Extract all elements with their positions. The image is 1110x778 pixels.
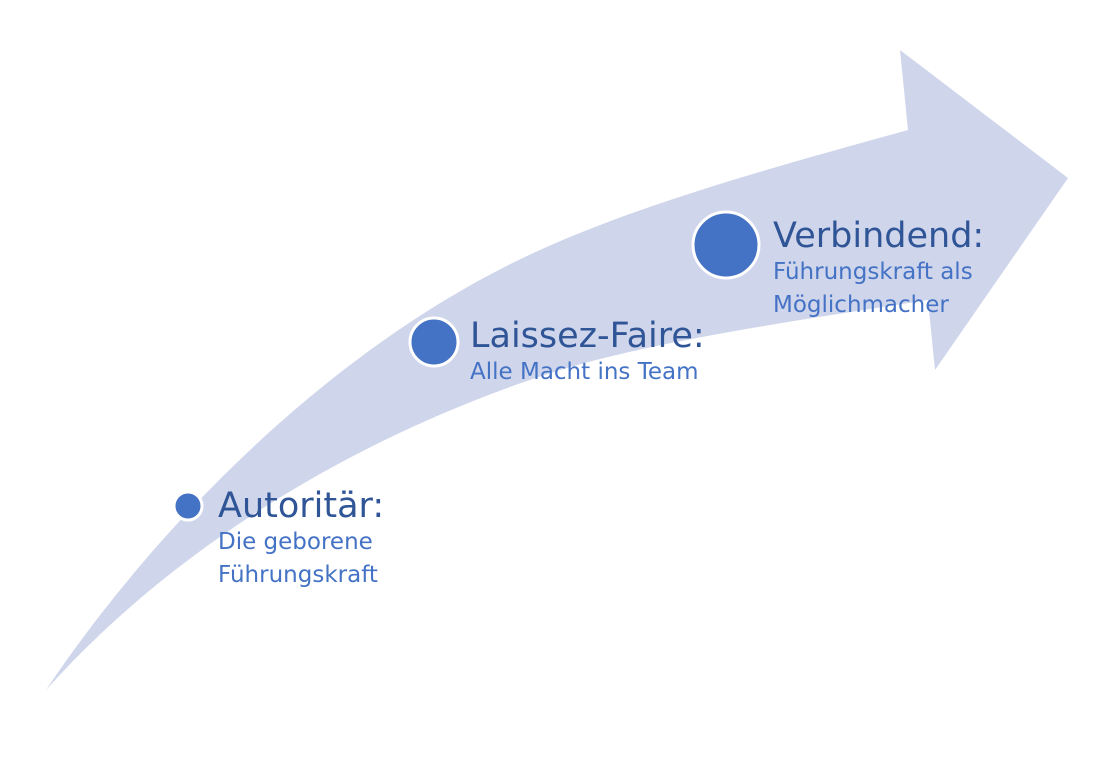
stage-title: Laissez-Faire: [470, 316, 705, 356]
stage-marker-verbindend [691, 210, 761, 280]
stage-title: Verbindend: [773, 216, 985, 256]
stage-laissez-faire: Laissez-Faire: Alle Macht ins Team [470, 316, 705, 389]
stage-description-line: Die geborene [218, 529, 373, 555]
stage-verbindend: Verbindend: Führungskraft als Möglichmac… [773, 216, 984, 322]
stage-description-line: Führungskraft [218, 562, 378, 588]
stage-autoritaer: Autoritär: Die geborene Führungskraft [218, 486, 384, 592]
progress-arrow [46, 50, 1068, 690]
stage-title: Autoritär: [218, 486, 385, 526]
stage-description-line: Alle Macht ins Team [470, 359, 699, 385]
stage-description-line: Möglichmacher [773, 292, 949, 318]
stage-marker-autoritaer [172, 490, 204, 522]
stage-marker-laissez-faire [408, 316, 460, 368]
stage-description-line: Führungskraft als [773, 259, 973, 285]
